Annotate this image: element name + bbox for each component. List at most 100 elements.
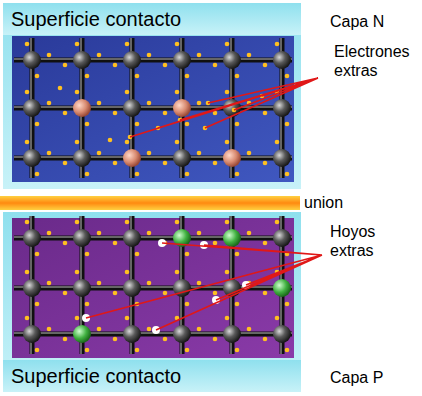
electron (75, 316, 80, 321)
atom (123, 279, 141, 297)
electron (97, 327, 102, 332)
electron (58, 86, 63, 91)
electron (63, 337, 68, 342)
electron (263, 241, 268, 246)
atom (23, 279, 41, 297)
electron (235, 172, 240, 177)
electron (85, 74, 90, 79)
electron (25, 42, 30, 47)
electron (175, 42, 180, 47)
electron (213, 291, 218, 296)
electron (63, 111, 68, 116)
electron (63, 291, 68, 296)
electron (213, 161, 218, 166)
electron (225, 316, 230, 321)
electron (35, 348, 40, 353)
atom (123, 229, 141, 247)
contact-band: Superficie contacto (3, 3, 301, 35)
electron (263, 291, 268, 296)
electron (263, 63, 268, 68)
atom (23, 325, 41, 343)
electron (135, 348, 140, 353)
bond (14, 156, 292, 161)
atom (273, 51, 291, 69)
contact-band: Superficie contacto (3, 360, 301, 392)
electron (235, 348, 240, 353)
electron (175, 140, 180, 145)
electron (47, 151, 52, 156)
atom (223, 149, 241, 167)
electron (125, 42, 130, 47)
atom (223, 51, 241, 69)
electron (197, 231, 202, 236)
atom (273, 279, 291, 297)
electron (197, 151, 202, 156)
electron (25, 270, 30, 275)
electron (235, 74, 240, 79)
electron (125, 90, 130, 95)
atom (173, 325, 191, 343)
electron (163, 161, 168, 166)
layer-label: Capa N (330, 12, 418, 31)
electron (147, 151, 152, 156)
electron (113, 291, 118, 296)
electron (263, 161, 268, 166)
electron (75, 220, 80, 225)
electron (75, 270, 80, 275)
electron (147, 53, 152, 58)
atom (73, 279, 91, 297)
electron (285, 122, 290, 127)
electron (147, 281, 152, 286)
atom (23, 229, 41, 247)
electron (113, 111, 118, 116)
electron (275, 316, 280, 321)
electron (75, 140, 80, 145)
atom (173, 51, 191, 69)
electron (163, 63, 168, 68)
electron (185, 348, 190, 353)
atom (23, 99, 41, 117)
electron (197, 327, 202, 332)
atom (123, 51, 141, 69)
bond-shine (14, 333, 292, 334)
electron (185, 74, 190, 79)
electron (263, 111, 268, 116)
atom (123, 99, 141, 117)
callout-label: Electrones extras (334, 42, 420, 80)
electron (113, 161, 118, 166)
electron (97, 281, 102, 286)
bond-shine (14, 59, 292, 60)
electron (247, 327, 252, 332)
electron (225, 220, 230, 225)
atom (223, 325, 241, 343)
atom (273, 149, 291, 167)
band-text: Superficie contacto (3, 365, 181, 388)
electron (135, 252, 140, 257)
junction-label: union (304, 193, 384, 212)
electron (185, 122, 190, 127)
layer-label: Capa P (330, 368, 418, 387)
atom (73, 149, 91, 167)
electron (35, 302, 40, 307)
electron (285, 74, 290, 79)
electron (85, 302, 90, 307)
electron (213, 63, 218, 68)
electron (147, 101, 152, 106)
electron (185, 172, 190, 177)
electron (47, 281, 52, 286)
electron (47, 101, 52, 106)
electron (85, 252, 90, 257)
electron (135, 122, 140, 127)
atom (23, 149, 41, 167)
electron (197, 53, 202, 58)
bond-shine (14, 157, 292, 158)
electron (275, 42, 280, 47)
bond (14, 236, 292, 241)
electron (275, 220, 280, 225)
electron (125, 220, 130, 225)
atom (73, 51, 91, 69)
electron (97, 53, 102, 58)
electron (197, 281, 202, 286)
electron (163, 337, 168, 342)
